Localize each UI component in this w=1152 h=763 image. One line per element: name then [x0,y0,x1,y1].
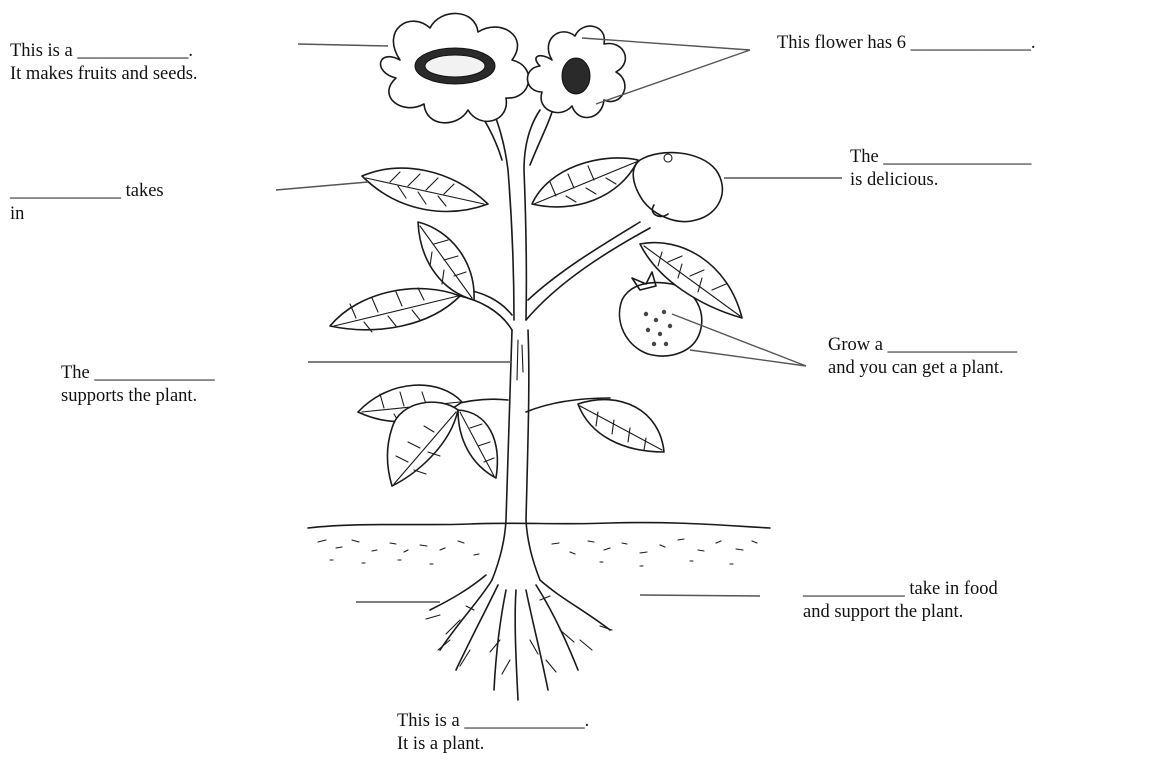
label-roots-line1: ___________ take in food [803,578,998,601]
leader-flower [298,44,388,46]
label-fruit-line1: The ________________ [850,146,1031,169]
label-leaf-line2: in [10,203,164,226]
label-stem-line2: supports the plant. [61,385,215,408]
flower-left [381,13,529,122]
label-fruit: The ________________ is delicious. [850,146,1031,192]
leader-roots-right [640,595,760,596]
ground [308,523,770,566]
label-flower-line2: It makes fruits and seeds. [10,63,198,86]
label-flower-line1: This is a ____________. [10,40,198,63]
label-petals: This flower has 6 _____________. [777,32,1035,55]
roots [426,575,612,700]
leader-seed-2 [690,350,806,366]
label-plant-line1: This is a _____________. [397,710,589,733]
label-petals-line1: This flower has 6 _____________. [777,32,1035,55]
label-leaf: ____________ takes in [10,180,164,226]
label-plant-line2: It is a plant. [397,733,589,756]
label-seed-line1: Grow a ______________ [828,334,1017,357]
label-stem: The _____________ supports the plant. [61,362,215,408]
label-plant: This is a _____________. It is a plant. [397,710,589,756]
label-seed: Grow a ______________ and you can get a … [828,334,1017,380]
label-roots: ___________ take in food and support the… [803,578,998,624]
fruit-top [633,153,722,222]
label-stem-line1: The _____________ [61,362,215,385]
label-leaf-line1: ____________ takes [10,180,164,203]
label-seed-line2: and you can get a plant. [828,357,1017,380]
leader-leaf [276,182,368,190]
label-roots-line2: and support the plant. [803,601,998,624]
label-fruit-line2: is delicious. [850,169,1031,192]
label-flower: This is a ____________. It makes fruits … [10,40,198,86]
